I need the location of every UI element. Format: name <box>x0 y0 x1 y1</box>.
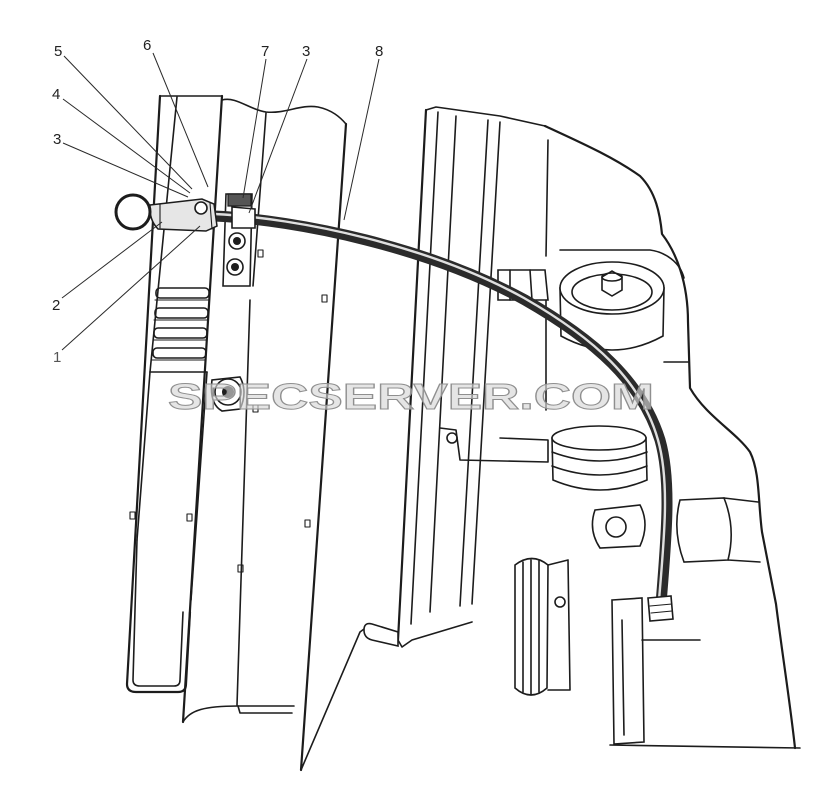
leader-line-8 <box>343 58 380 221</box>
handle-screw <box>194 201 208 215</box>
pump-cap-top <box>601 272 623 282</box>
pulley-rim <box>547 559 571 691</box>
hose-highlight <box>212 212 667 602</box>
middle-panel-top-edge <box>221 98 347 125</box>
frame-edge <box>429 115 457 613</box>
callout-5: 5 <box>54 43 62 60</box>
middle-panel-left-edge <box>181 94 224 724</box>
leader-line-3-left <box>62 142 189 198</box>
bracket-hole-center <box>231 263 239 271</box>
pulley-bolt <box>554 596 566 608</box>
pump-cylinder <box>559 261 665 351</box>
callout-3-left: 3 <box>53 131 61 148</box>
piston-body <box>551 437 648 491</box>
middle-panel <box>181 94 369 772</box>
leader-line-6 <box>152 52 209 188</box>
watermark: SPECSERVER.COM <box>168 376 654 417</box>
bolt-center <box>222 386 234 398</box>
frame-top <box>425 106 546 127</box>
engine-body <box>439 124 801 750</box>
fin <box>155 287 210 299</box>
left-panel-inner-loop <box>132 539 184 687</box>
hose <box>208 210 674 622</box>
callout-4: 4 <box>52 86 60 103</box>
piston-ring <box>551 425 647 451</box>
callouts: 5 4 3 6 7 3 8 2 1 <box>52 37 383 366</box>
callout-8: 8 <box>375 43 383 60</box>
panel-bolt <box>304 519 311 528</box>
leader-line-7 <box>242 58 267 199</box>
engine-outline <box>543 124 797 750</box>
engine-detail-line <box>545 139 549 257</box>
fin <box>153 327 208 339</box>
panel-bolt <box>257 249 264 258</box>
lower-housing <box>611 597 645 745</box>
radiator-frame <box>363 106 549 648</box>
panel-bolt <box>186 513 193 522</box>
bracket-hole-center <box>233 237 241 245</box>
callout-3-top: 3 <box>302 43 310 60</box>
arm-bolt <box>446 432 458 444</box>
leader-lines <box>61 52 380 351</box>
pulley <box>514 557 571 696</box>
panel-bolt <box>252 404 259 413</box>
cooling-fins <box>151 287 210 361</box>
panel-bolt <box>321 294 328 303</box>
piston-ring <box>551 451 648 462</box>
middle-panel-bottom-step <box>237 705 293 714</box>
panel-bolt <box>129 511 136 520</box>
leader-line-1 <box>61 225 201 351</box>
callout-6: 6 <box>143 37 151 54</box>
engine-bottom-line <box>609 744 801 749</box>
callout-7: 7 <box>261 43 269 60</box>
bracket-top <box>227 193 252 207</box>
pull-ring <box>114 193 152 231</box>
hose-clamp <box>231 206 256 229</box>
pump-cap-bolt <box>601 270 623 297</box>
leader-line-3-top <box>248 58 308 214</box>
left-panel-inner-edge <box>149 96 178 373</box>
leader-line-4 <box>62 98 191 194</box>
frame-bottom <box>397 621 473 648</box>
leader-line-5 <box>63 55 193 190</box>
fin <box>152 347 207 359</box>
pulley-groove <box>522 559 540 695</box>
leader-line-2 <box>61 221 163 299</box>
callout-2: 2 <box>52 297 60 314</box>
engine-detail-line <box>559 249 685 279</box>
block-bracket <box>723 497 761 563</box>
callout-1: 1 <box>53 349 61 366</box>
lower-housing-detail <box>621 619 701 736</box>
mounting-bolt <box>210 376 245 412</box>
frame-clip <box>363 622 399 648</box>
piston-ring <box>551 465 648 476</box>
frame-edge <box>471 121 501 605</box>
hose-end-fitting-detail <box>649 603 673 614</box>
frame-edge <box>396 108 428 642</box>
piston-stack <box>551 425 648 491</box>
lower-clamp <box>591 504 646 549</box>
rubber-block <box>676 497 732 563</box>
fin <box>154 307 209 319</box>
middle-panel-diagonal-edge <box>300 625 369 771</box>
middle-panel-right-edge <box>299 122 348 772</box>
left-panel-slot-left <box>136 371 151 541</box>
panel-bolt <box>237 564 244 573</box>
hose-end-fitting <box>647 595 674 622</box>
lower-clamp-bolt <box>605 516 627 538</box>
engine-support-arm <box>439 427 549 463</box>
middle-panel-inner-line <box>236 112 267 706</box>
frame-edge <box>459 119 489 607</box>
filler-handle-assembly <box>114 193 256 232</box>
fin-divider <box>151 299 210 361</box>
frame-edge <box>410 111 439 625</box>
